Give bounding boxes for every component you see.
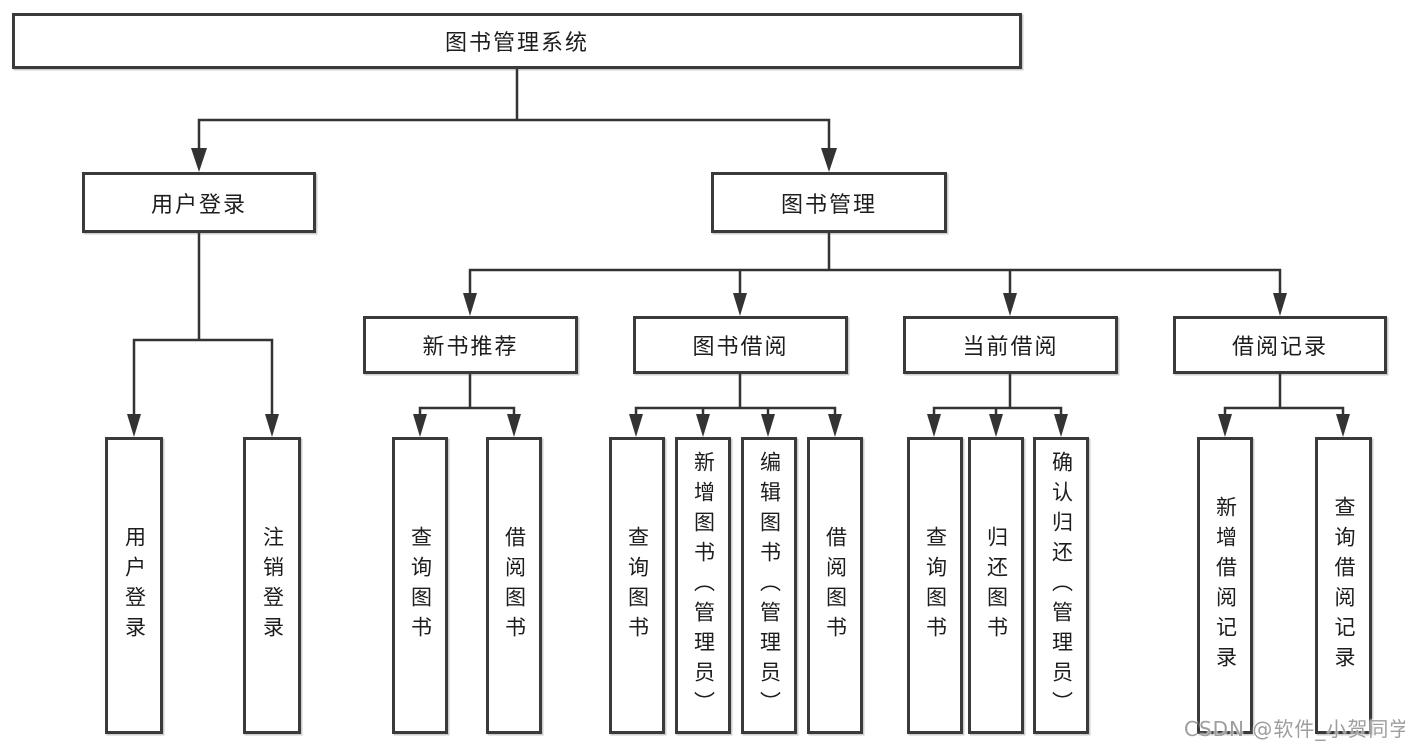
node-label: 查询图书 bbox=[408, 525, 433, 646]
node-book-borrow: 图书借阅 bbox=[633, 316, 848, 374]
leaf-recommend-borrow-books: 借阅图书 bbox=[486, 437, 542, 734]
node-borrow-records: 借阅记录 bbox=[1173, 316, 1387, 374]
node-label: 图书管理 bbox=[780, 192, 877, 218]
node-label: 用户登录 bbox=[150, 192, 247, 218]
leaf-current-confirm-return-admin: 确认归还（管理员） bbox=[1033, 437, 1089, 734]
leaf-borrow-add-books-admin: 新增图书（管理员） bbox=[675, 437, 731, 734]
node-label: 图书借阅 bbox=[692, 335, 789, 360]
leaf-logout-login: 注销登录 bbox=[243, 437, 301, 734]
leaf-records-add-record: 新增借阅记录 bbox=[1197, 437, 1253, 734]
leaf-current-return-books: 归还图书 bbox=[968, 437, 1024, 734]
node-current-borrow: 当前借阅 bbox=[903, 316, 1118, 374]
leaf-records-query-record: 查询借阅记录 bbox=[1315, 437, 1372, 734]
node-label: 编辑图书（管理员） bbox=[757, 450, 782, 721]
node-label: 新增借阅记录 bbox=[1213, 495, 1238, 676]
node-label: 确认归还（管理员） bbox=[1049, 450, 1074, 721]
node-user-login: 用户登录 bbox=[82, 172, 316, 233]
node-label: 图书管理系统 bbox=[444, 31, 589, 56]
node-label: 当前借阅 bbox=[962, 335, 1059, 360]
node-label: 查询图书 bbox=[625, 525, 650, 646]
leaf-current-query-books: 查询图书 bbox=[907, 437, 963, 734]
node-label: 借阅图书 bbox=[823, 525, 848, 646]
node-label: 查询图书 bbox=[923, 525, 948, 646]
node-label: 用户登录 bbox=[122, 525, 147, 646]
node-label: 注销登录 bbox=[260, 525, 285, 646]
node-root-system: 图书管理系统 bbox=[12, 13, 1022, 69]
node-label: 新书推荐 bbox=[422, 335, 519, 360]
leaf-borrow-edit-books-admin: 编辑图书（管理员） bbox=[741, 437, 797, 734]
node-label: 归还图书 bbox=[984, 525, 1009, 646]
node-label: 新增图书（管理员） bbox=[691, 450, 716, 721]
node-label: 借阅图书 bbox=[502, 525, 527, 646]
node-label: 借阅记录 bbox=[1231, 335, 1328, 360]
csdn-watermark: CSDN @软件_小贺同学 bbox=[1184, 717, 1405, 741]
node-book-management: 图书管理 bbox=[711, 172, 947, 233]
leaf-recommend-query-books: 查询图书 bbox=[392, 437, 448, 734]
leaf-borrow-borrow-books: 借阅图书 bbox=[807, 437, 863, 734]
leaf-borrow-query-books: 查询图书 bbox=[609, 437, 665, 734]
node-new-book-recommend: 新书推荐 bbox=[363, 316, 578, 374]
leaf-user-login: 用户登录 bbox=[105, 437, 163, 734]
node-label: 查询借阅记录 bbox=[1332, 495, 1356, 676]
